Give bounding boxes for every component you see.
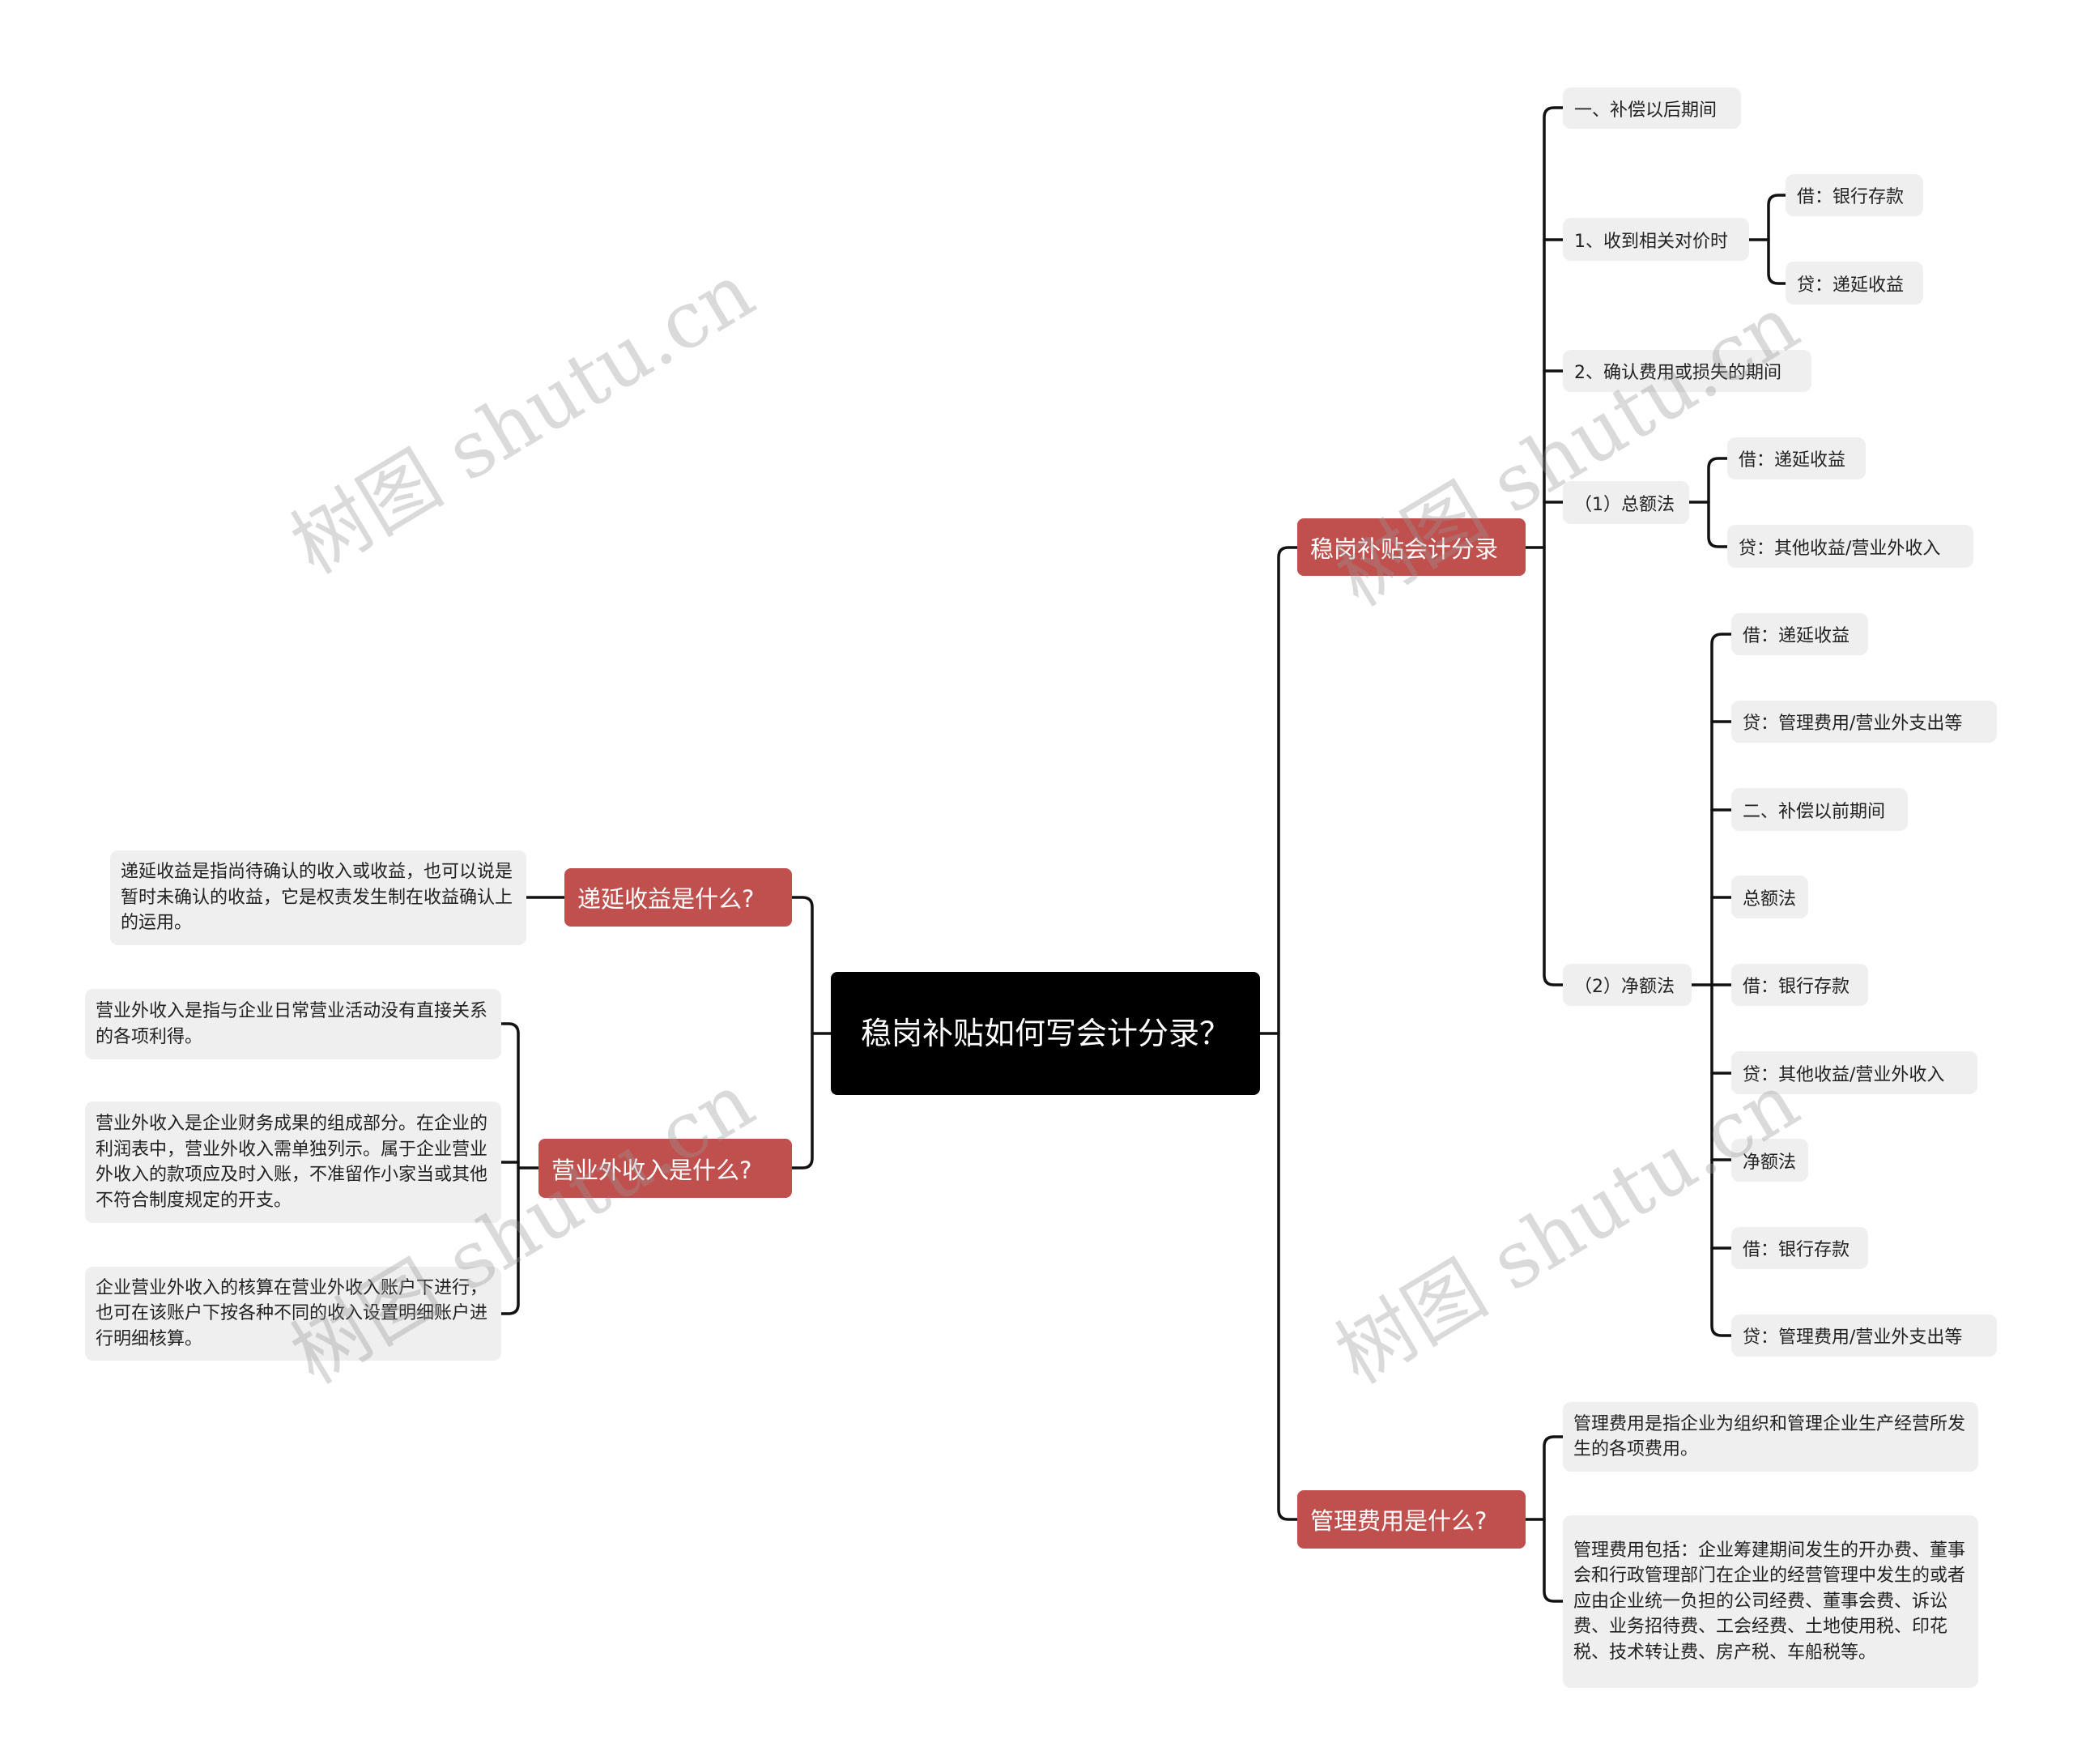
node-receive-credit[interactable]: 贷：递延收益 [1786,262,1923,305]
node-confirm-period[interactable]: 2、确认费用或损失的期间 [1563,350,1811,392]
node-after-period[interactable]: 一、补偿以后期间 [1563,87,1741,129]
branch-deferred-income[interactable]: 递延收益是什么? [564,868,792,927]
branch-non-operating-income[interactable]: 营业外收入是什么? [538,1139,792,1198]
node-net-method[interactable]: （2）净额法 [1563,964,1692,1006]
admin-expense-includes[interactable]: 管理费用包括：企业筹建期间发生的开办费、董事会和行政管理部门在企业的经营管理中发… [1563,1515,1978,1688]
non-operating-definition[interactable]: 营业外收入是指与企业日常营业活动没有直接关系的各项利得。 [85,989,501,1059]
net-item[interactable]: 借：银行存款 [1731,964,1868,1006]
net-item[interactable]: 总额法 [1731,876,1808,918]
net-item[interactable]: 借：银行存款 [1731,1227,1868,1269]
non-operating-accounting[interactable]: 企业营业外收入的核算在营业外收入账户下进行，也可在该账户下按各种不同的收入设置明… [85,1267,501,1361]
node-gross-method[interactable]: （1）总额法 [1563,481,1689,524]
node-receive[interactable]: 1、收到相关对价时 [1563,218,1749,261]
net-item[interactable]: 借：递延收益 [1731,613,1868,655]
root-topic[interactable]: 稳岗补贴如何写会计分录？ [831,972,1260,1095]
net-item[interactable]: 贷：管理费用/营业外支出等 [1731,1314,1997,1357]
net-item[interactable]: 贷：其他收益/营业外收入 [1731,1051,1977,1094]
branch-accounting-entries[interactable]: 稳岗补贴会计分录 [1297,518,1526,576]
net-item[interactable]: 二、补偿以前期间 [1731,788,1908,831]
admin-expense-definition[interactable]: 管理费用是指企业为组织和管理企业生产经营所发生的各项费用。 [1563,1402,1978,1472]
node-receive-debit[interactable]: 借：银行存款 [1786,174,1923,216]
node-gross-credit[interactable]: 贷：其他收益/营业外收入 [1727,525,1973,568]
node-gross-debit[interactable]: 借：递延收益 [1727,437,1866,479]
non-operating-component[interactable]: 营业外收入是企业财务成果的组成部分。在企业的利润表中，营业外收入需单独列示。属于… [85,1101,501,1223]
deferred-income-definition[interactable]: 递延收益是指尚待确认的收入或收益，也可以说是暂时未确认的收益，它是权责发生制在收… [110,850,526,945]
branch-admin-expense[interactable]: 管理费用是什么? [1297,1490,1526,1549]
net-item[interactable]: 净额法 [1731,1139,1808,1182]
net-item[interactable]: 贷：管理费用/营业外支出等 [1731,701,1997,743]
